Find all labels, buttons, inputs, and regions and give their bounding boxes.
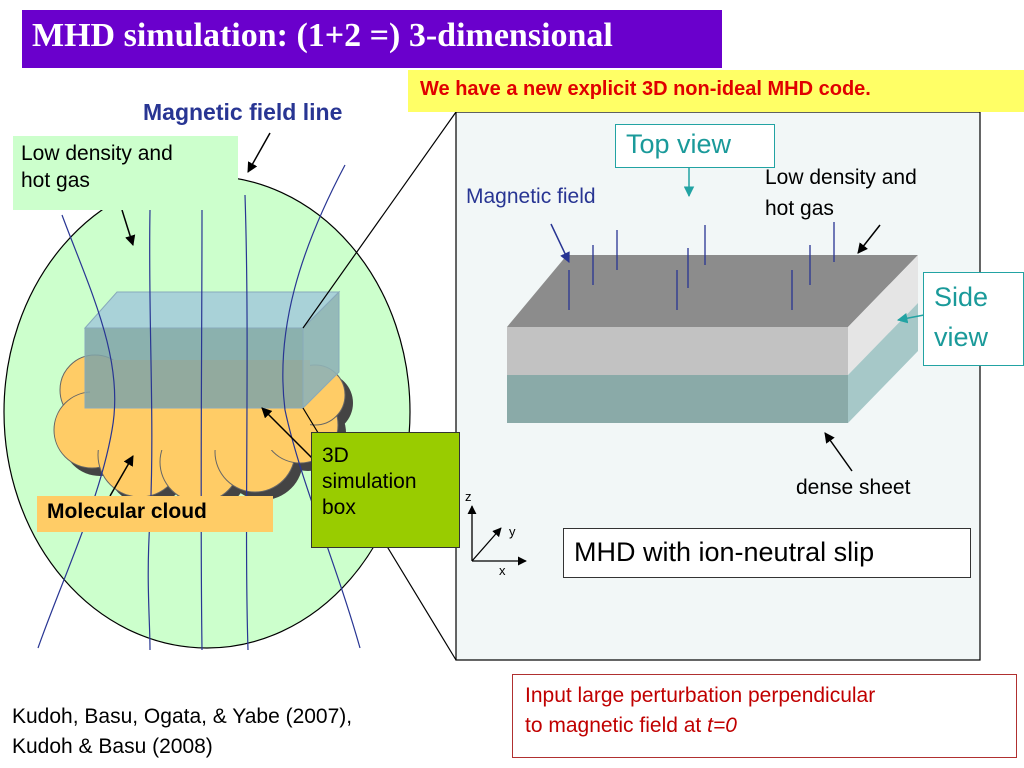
low-density-right-line1: Low density and: [765, 166, 917, 189]
sim-box-label: 3D simulation box: [311, 432, 460, 548]
citation: Kudoh, Basu, Ogata, & Yabe (2007), Kudoh…: [12, 702, 352, 762]
perturbation-line2-text: to magnetic field at: [525, 714, 708, 737]
sim-box-line3: box: [322, 496, 356, 519]
axis-x-label: x: [499, 563, 506, 578]
sim-box-line2: simulation: [322, 470, 417, 493]
perturbation-line2: to magnetic field at t=0: [525, 711, 1004, 741]
low-density-right-arrow: [857, 224, 881, 254]
low-density-left-line2: hot gas: [21, 169, 90, 192]
perturbation-time-symbol: t=0: [707, 714, 737, 737]
side-view-line1: Side: [934, 282, 989, 312]
axes-triad: [467, 505, 527, 566]
molecular-cloud-arrow: [109, 455, 134, 497]
top-view-label: Top view: [615, 124, 775, 168]
citation-line2: Kudoh & Basu (2008): [12, 735, 213, 758]
simulation-box-prism: [83, 290, 341, 410]
low-density-left-line1: Low density and: [21, 142, 173, 165]
low-density-label-left: Low density and hot gas: [13, 136, 238, 210]
citation-line1: Kudoh, Basu, Ogata, & Yabe (2007),: [12, 705, 353, 728]
side-view-arrow: [896, 313, 925, 324]
subtitle-banner: We have a new explicit 3D non-ideal MHD …: [408, 70, 1024, 112]
field-line-arrow: [247, 132, 271, 173]
page-title: MHD simulation: (1+2 =) 3-dimensional: [22, 10, 722, 68]
dense-sheet-arrow: [824, 432, 853, 472]
side-view-label: Side view: [923, 272, 1024, 366]
low-density-arrow: [121, 209, 136, 247]
dense-sheet-slab: [507, 255, 918, 423]
molecular-cloud-label: Molecular cloud: [37, 496, 273, 532]
low-density-right-line2: hot gas: [765, 197, 834, 220]
sim-box-arrow: [261, 407, 313, 459]
slab-field-lines: [568, 222, 835, 310]
dense-sheet-label: dense sheet: [796, 476, 911, 499]
side-view-line2: view: [934, 322, 989, 352]
axis-y-label: y: [509, 524, 516, 539]
perturbation-line1: Input large perturbation perpendicular: [525, 684, 876, 707]
magnetic-field-lines: [37, 164, 361, 651]
axis-z-label: z: [465, 489, 472, 504]
zoom-line-top: [302, 111, 457, 329]
perturbation-note: Input large perturbation perpendicular t…: [512, 674, 1017, 758]
magnetic-field-label: Magnetic field: [466, 185, 596, 208]
low-density-label-right: Low density and hot gas: [765, 162, 917, 224]
sim-box-line1: 3D: [322, 444, 349, 467]
mhd-ion-neutral-label: MHD with ion-neutral slip: [563, 528, 971, 578]
field-line-label: Magnetic field line: [143, 99, 343, 125]
magnetic-field-arrow: [550, 223, 570, 263]
